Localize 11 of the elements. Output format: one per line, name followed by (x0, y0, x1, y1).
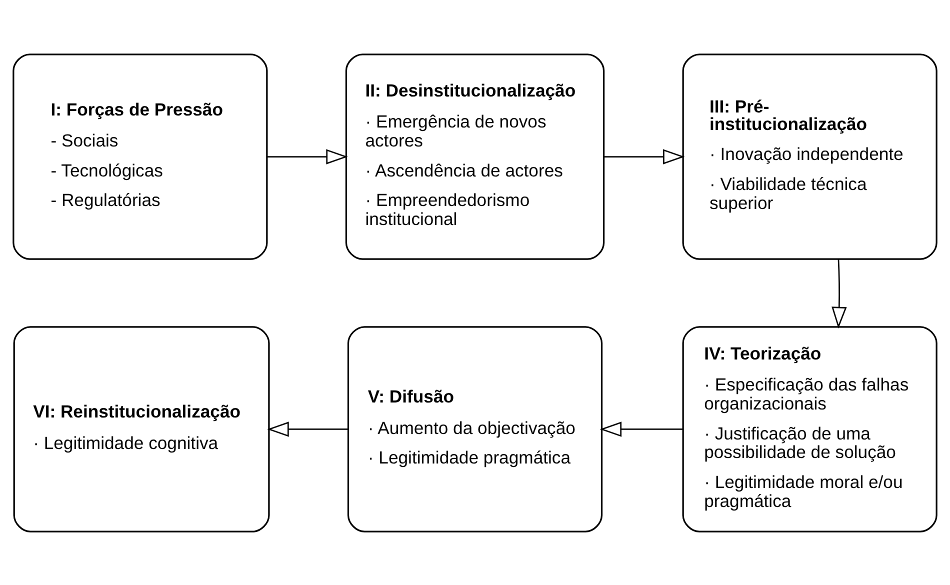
node-box: VI: Reinstitucionalização · Legitimidade cognitiva (13, 326, 270, 532)
node-box: I: Forças de Pressão - Sociais - Tecnológicas - Regulatórias (12, 53, 268, 260)
arrow (267, 148, 348, 164)
arrow (604, 148, 685, 164)
arrow (267, 421, 348, 436)
node-box: IV: Teorização · Especificação das falhas organizacionais · Justificação de uma possibilidade de solução · Legitimidade moral e/ou pragmática (682, 326, 938, 532)
node-box: V: Difusão · Aumento da objectivação · Legitimidade pragmática (347, 326, 603, 532)
arrow (832, 258, 847, 328)
node-box: II: Desinstitucionalização · Emergência de novos actores · Ascendência de actores · Empreendedorismo institucional (345, 53, 605, 260)
arrow (600, 421, 683, 436)
node-box: III: Pré-institucionalização · Inovação independente · Viabilidade técnica superior (682, 53, 938, 260)
